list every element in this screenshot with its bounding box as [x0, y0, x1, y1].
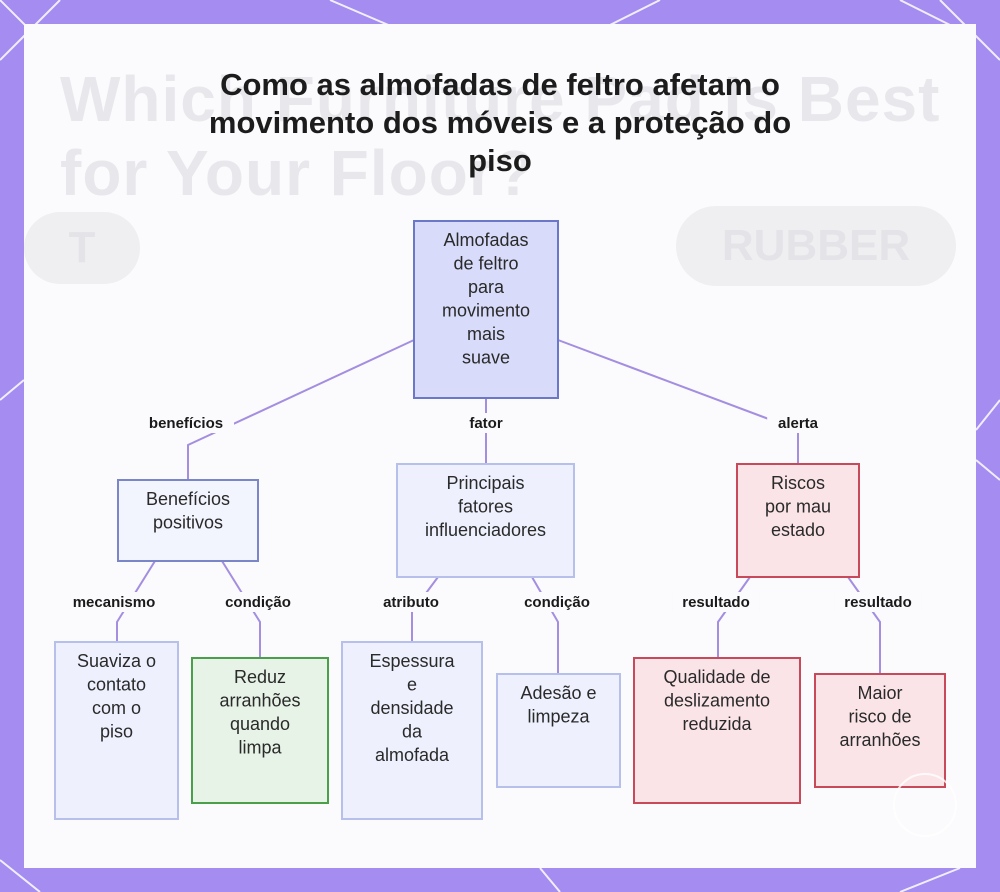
- edge-root-benefits: [187, 339, 415, 480]
- edge-label-background: [218, 592, 298, 612]
- node-text-thickness: almofada: [375, 745, 450, 765]
- edge-label-background: [70, 592, 158, 612]
- node-box-root: [413, 220, 559, 399]
- node-text-risk2: Maior: [857, 683, 902, 703]
- node-box-risk2: [814, 673, 946, 788]
- background-pill-right: RUBBER: [676, 206, 956, 286]
- node-text-risks: estado: [771, 520, 825, 540]
- edge-label-background: [517, 592, 597, 612]
- node-text-quality: deslizamento: [664, 691, 770, 711]
- node-text-quality: Qualidade de: [663, 667, 770, 687]
- edge-label-root-risks: alerta: [778, 415, 819, 432]
- node-text-root: Almofadas: [443, 230, 528, 250]
- node-text-scratch: arranhões: [219, 691, 300, 711]
- node-text-smooth: piso: [100, 722, 133, 742]
- node-text-risks: Riscos: [771, 473, 825, 493]
- node-text-scratch: Reduz: [234, 667, 286, 687]
- node-text-risk2: risco de: [848, 707, 911, 727]
- node-text-smooth: contato: [87, 675, 146, 695]
- edge-label-factors-adhesion: condição: [524, 594, 590, 611]
- edge-label-background: [834, 592, 922, 612]
- edge-benefits-smooth: [116, 560, 156, 642]
- node-layer: Almofadas de feltro para movimento mais suave…: [54, 220, 946, 820]
- node-text-quality: reduzida: [682, 714, 752, 734]
- node-root: Almofadas de feltro para movimento mais suave: [413, 220, 559, 399]
- edge-label-background: [767, 413, 829, 433]
- node-adhesion: Adesão e limpeza: [496, 673, 621, 788]
- node-quality: Qualidade de deslizamento reduzida: [633, 657, 801, 804]
- node-box-smooth: [54, 641, 179, 820]
- edge-label-root-benefits: benefícios: [149, 415, 223, 432]
- node-text-scratch: quando: [230, 714, 290, 734]
- edge-label-risks-quality: resultado: [682, 594, 750, 611]
- edge-label-risks-risk2: resultado: [844, 594, 912, 611]
- edge-risks-quality: [717, 576, 751, 658]
- node-text-adhesion: Adesão e: [520, 683, 596, 703]
- edge-label-background: [138, 413, 234, 433]
- node-text-root: mais: [467, 324, 505, 344]
- node-text-thickness: e: [407, 675, 417, 695]
- node-benefits: Benefícios positivos: [117, 479, 259, 562]
- node-text-root: suave: [462, 348, 510, 368]
- node-box-factors: [396, 463, 575, 578]
- node-box-scratch: [191, 657, 329, 804]
- node-scratch: Reduz arranhões quando limpa: [191, 657, 329, 804]
- node-text-root: movimento: [442, 301, 530, 321]
- edge-label-layer: benefícios fator alerta mecanismo condição at…: [70, 413, 922, 612]
- edge-label-background: [459, 413, 513, 433]
- node-text-factors: Principais: [446, 473, 524, 493]
- node-text-smooth: Suaviza o: [77, 651, 156, 671]
- node-text-benefits: Benefícios: [146, 489, 230, 509]
- edge-label-factors-thickness: atributo: [383, 594, 439, 611]
- edge-benefits-scratch: [221, 560, 261, 658]
- node-risks: Riscos por mau estado: [736, 463, 860, 578]
- node-box-adhesion: [496, 673, 621, 788]
- node-thickness: Espessura e densidade da almofada: [341, 641, 483, 820]
- node-text-factors: influenciadores: [425, 520, 546, 540]
- node-box-risks: [736, 463, 860, 578]
- edge-label-benefits-smooth: mecanismo: [73, 594, 156, 611]
- node-text-benefits: positivos: [153, 513, 223, 533]
- background-watermark: Which Furniture Pad Is Best for Your Flo…: [60, 63, 941, 209]
- edge-risks-risk2: [847, 576, 881, 674]
- edge-root-risks: [557, 339, 799, 464]
- node-box-quality: [633, 657, 801, 804]
- node-text-scratch: limpa: [238, 738, 282, 758]
- edge-label-background: [672, 592, 760, 612]
- background-pill-left: T: [24, 212, 140, 284]
- node-box-thickness: [341, 641, 483, 820]
- edge-label-root-factors: fator: [469, 415, 502, 432]
- edge-label-benefits-scratch: condição: [225, 594, 291, 611]
- node-text-risk2: arranhões: [839, 730, 920, 750]
- node-text-root: para: [468, 277, 505, 297]
- node-text-root: de feltro: [453, 254, 518, 274]
- node-text-thickness: Espessura: [369, 651, 455, 671]
- edge-factors-adhesion: [531, 576, 559, 674]
- diagram-title: Como as almofadas de feltro afetam o mov…: [208, 67, 792, 178]
- node-text-thickness: da: [402, 722, 423, 742]
- node-factors: Principais fatores influenciadores: [396, 463, 575, 578]
- node-smooth: Suaviza o contato com o piso: [54, 641, 179, 820]
- node-risk2: Maior risco de arranhões: [814, 673, 946, 788]
- node-box-benefits: [117, 479, 259, 562]
- node-text-adhesion: limpeza: [527, 707, 590, 727]
- edge-label-background: [371, 592, 451, 612]
- node-text-risks: por mau: [765, 497, 831, 517]
- watermark-logo: [893, 773, 957, 837]
- node-text-factors: fatores: [458, 497, 513, 517]
- node-text-smooth: com o: [92, 698, 141, 718]
- node-text-thickness: densidade: [370, 698, 453, 718]
